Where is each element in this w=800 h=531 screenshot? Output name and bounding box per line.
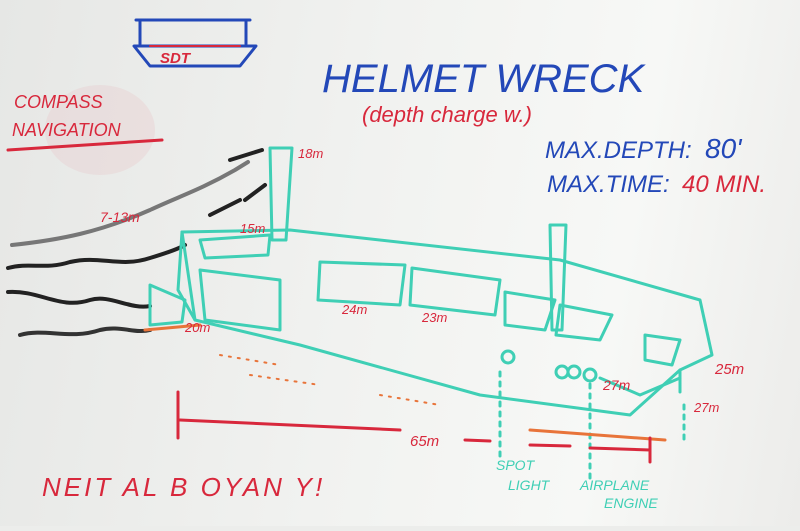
depth-aft-mid: 23m <box>421 310 447 325</box>
neutral-buoyancy-note: NEIT AL B OYAN Y! <box>42 472 325 502</box>
wreck-drawing <box>148 146 714 482</box>
compass-navigation-note: COMPASS NAVIGATION <box>6 85 164 175</box>
max-depth-value: 80' <box>705 133 743 164</box>
depth-mid: 24m <box>341 302 367 317</box>
wreck-length: 65m <box>410 433 439 450</box>
depth-deck: 15m <box>240 221 265 236</box>
length-measure <box>176 390 652 464</box>
max-depth-label: MAX.DEPTH: <box>545 137 692 164</box>
depth-bow-sand: 20m <box>184 320 210 335</box>
depth-engine: 27m <box>602 377 631 393</box>
sdt-logo: SDT <box>132 18 258 68</box>
max-time-value: 40 MIN. <box>682 171 766 198</box>
depth-reef: 7-13m <box>100 209 140 225</box>
compass-line2: NAVIGATION <box>12 120 122 140</box>
depth-mast: 18m <box>298 146 323 161</box>
compass-line1: COMPASS <box>14 92 103 112</box>
depth-stern: 25m <box>714 361 744 378</box>
engine-line2: ENGINE <box>604 495 658 511</box>
diagram-subtitle: (depth charge w.) <box>362 102 532 127</box>
spot-light-line1: SPOT <box>496 457 536 473</box>
depth-rudder: 27m <box>693 400 719 415</box>
spot-light-line2: LIGHT <box>508 477 551 493</box>
seabed <box>143 323 667 442</box>
max-time-label: MAX.TIME: <box>547 171 670 198</box>
logo-text: SDT <box>160 50 192 67</box>
diagram-title: HELMET WRECK <box>322 57 647 101</box>
reef-contours <box>6 148 267 337</box>
engine-line1: AIRPLANE <box>579 477 650 493</box>
